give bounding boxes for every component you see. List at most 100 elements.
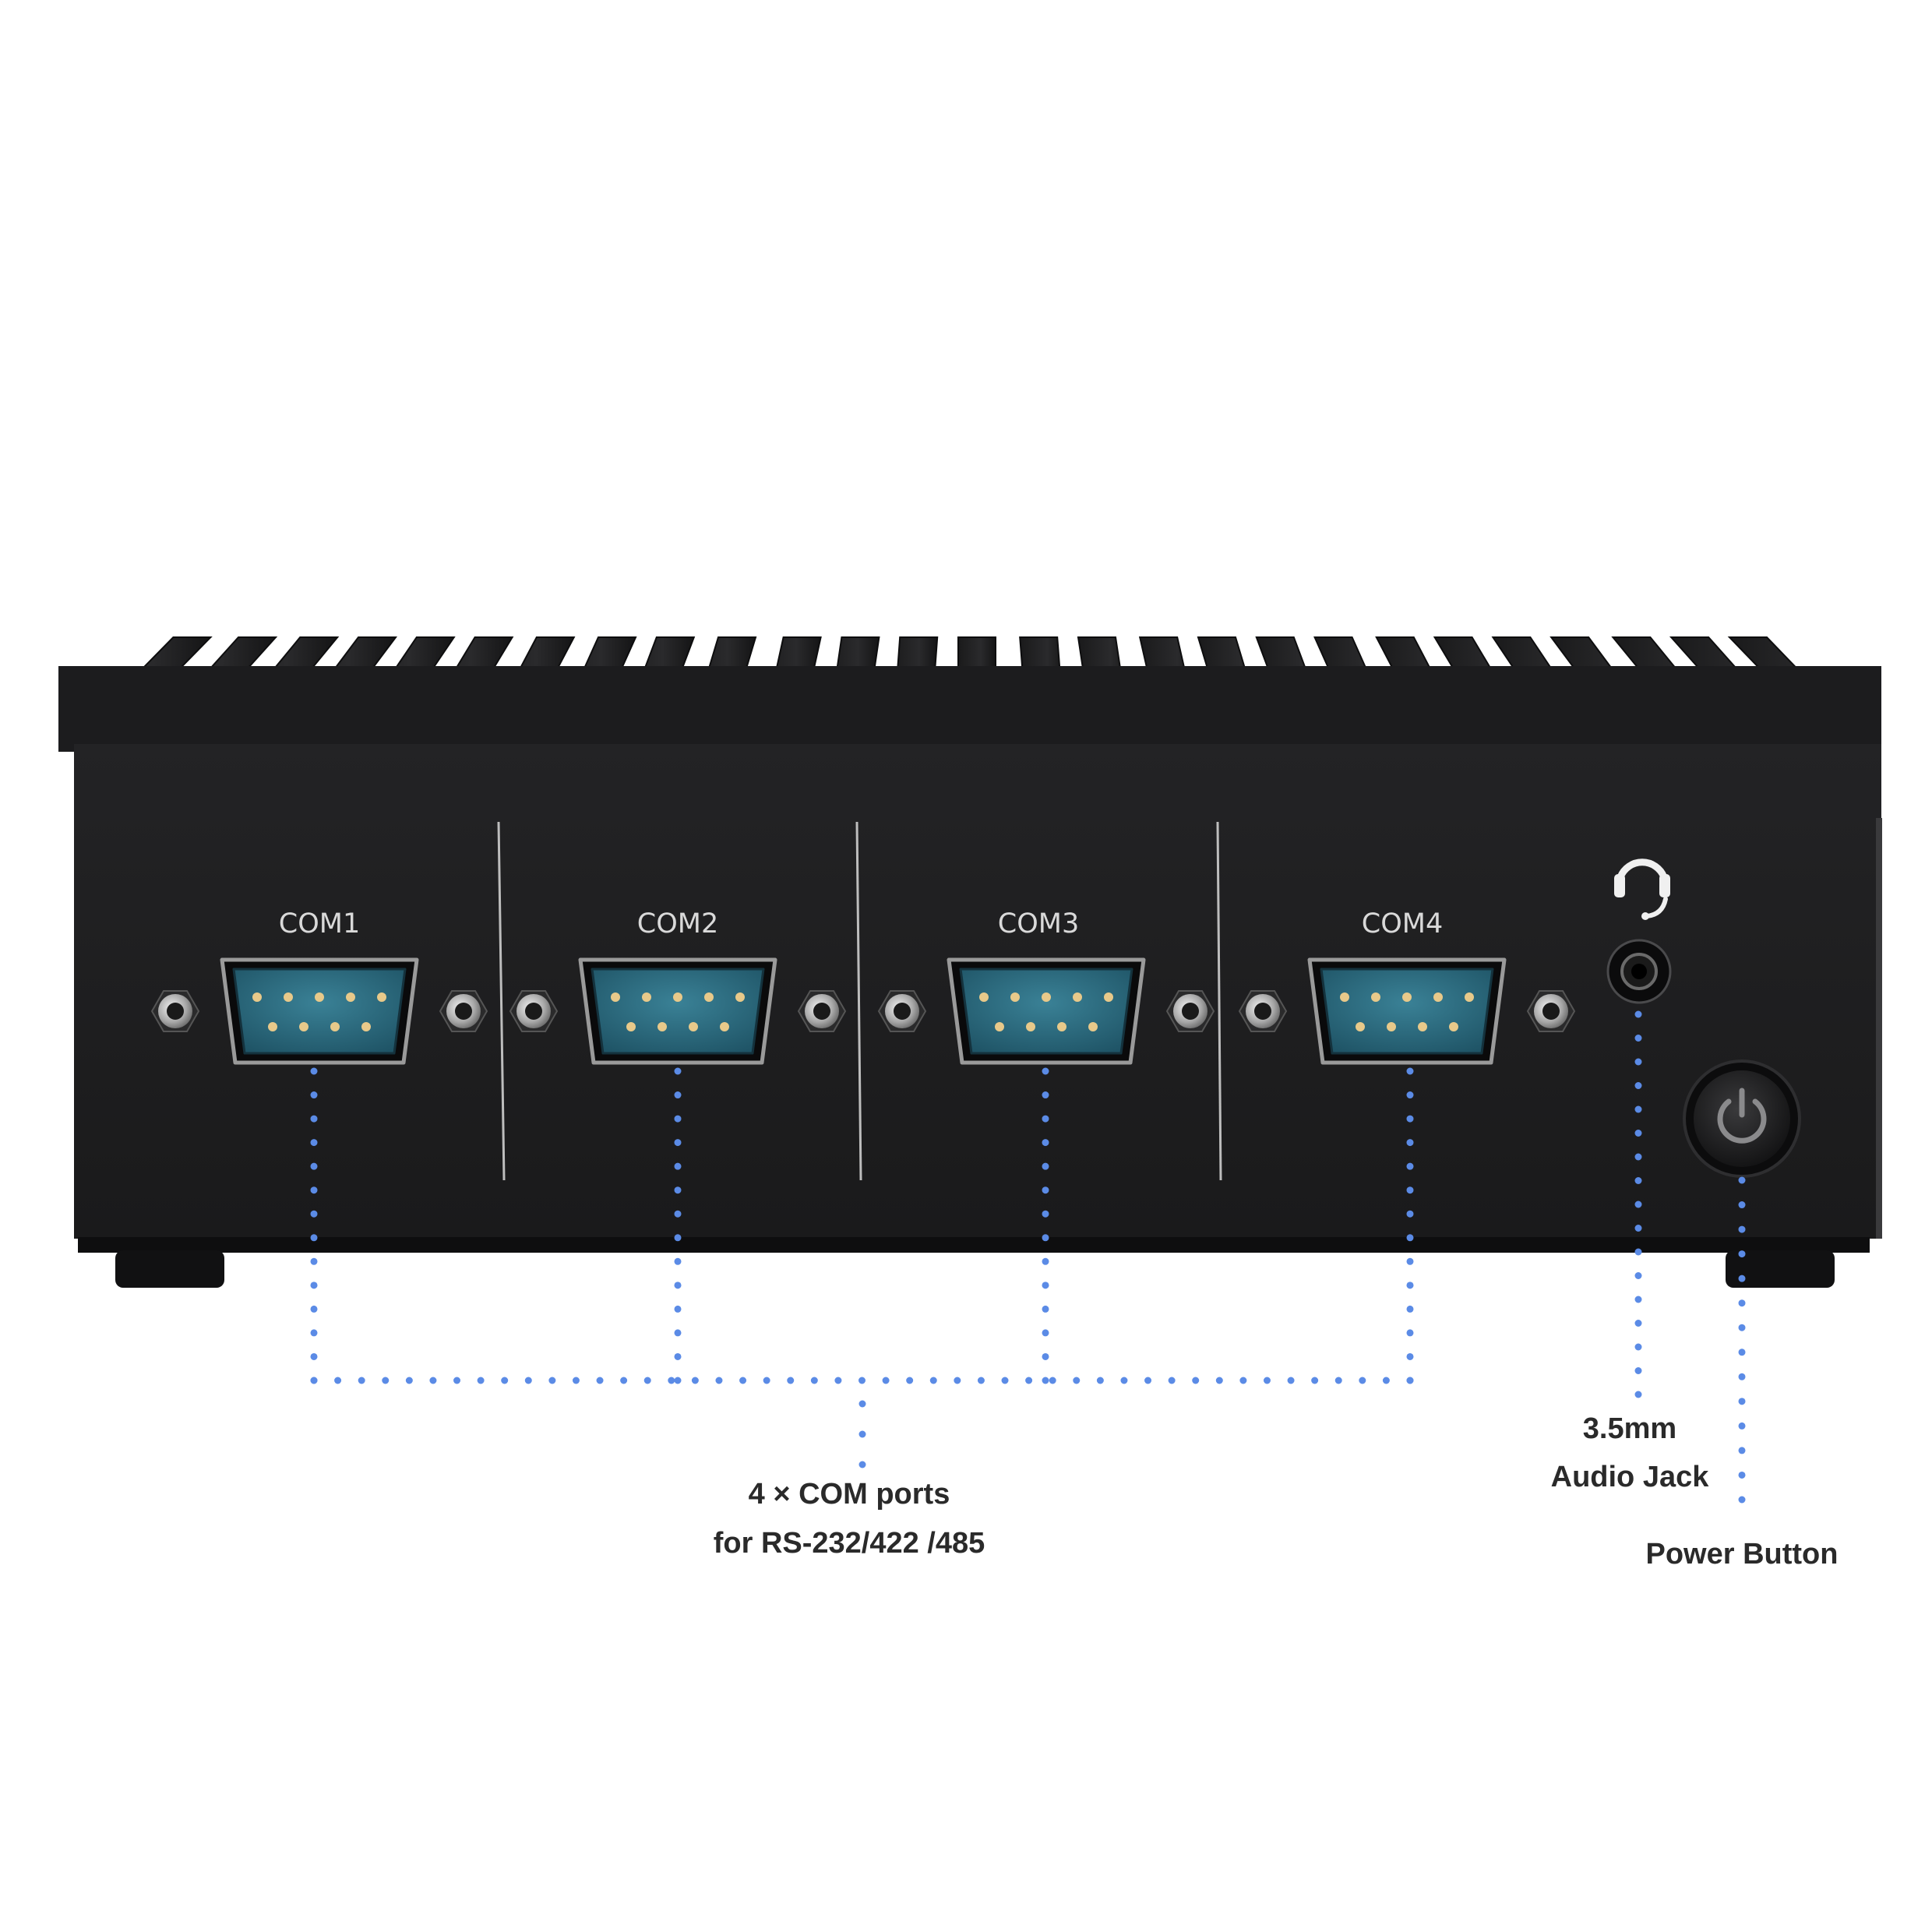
callout-dot [1634, 1058, 1642, 1066]
callout-dot [1406, 1377, 1414, 1384]
callout-dot [548, 1377, 556, 1384]
callout-dot [1168, 1377, 1176, 1384]
com-port-3[interactable] [877, 957, 1215, 1065]
pin [1010, 992, 1020, 1002]
pin [1088, 1022, 1098, 1031]
callout-dot [1634, 1367, 1642, 1374]
hex-screw [1165, 990, 1215, 1032]
callout-dot [1406, 1139, 1414, 1147]
hex-screw [1526, 990, 1576, 1032]
com-port-1[interactable] [150, 957, 488, 1065]
callout-dot [858, 1400, 866, 1408]
audio-jack[interactable] [1606, 939, 1672, 1004]
foot-right [1726, 1250, 1835, 1288]
db9-insulator [591, 968, 765, 1055]
hex-screw [509, 990, 559, 1032]
callout-dot [1215, 1377, 1223, 1384]
callout-dot [1311, 1377, 1319, 1384]
com-port-4[interactable] [1238, 957, 1576, 1065]
callout-dot [1042, 1329, 1049, 1337]
callout-dot [858, 1430, 866, 1438]
audio-callout-line1: 3.5mm [1583, 1412, 1676, 1445]
callout-dot [1406, 1210, 1414, 1218]
pin [1340, 992, 1349, 1002]
callout-dot [310, 1377, 318, 1384]
callout-dot [1738, 1225, 1746, 1233]
hex-screw [1238, 990, 1288, 1032]
callout-dot [1738, 1176, 1746, 1184]
pin [361, 1022, 371, 1031]
callout-dot [739, 1377, 747, 1384]
callout-dot [1634, 1200, 1642, 1208]
pin [642, 992, 651, 1002]
callout-dot [429, 1377, 437, 1384]
hex-screw [150, 990, 200, 1032]
callout-dot [668, 1377, 675, 1384]
pin [1026, 1022, 1035, 1031]
callout-dot [674, 1329, 682, 1337]
callout-dot [1001, 1377, 1009, 1384]
callout-dot [1634, 1225, 1642, 1232]
callout-dot [1042, 1067, 1049, 1075]
pin [315, 992, 324, 1002]
pin [1356, 1022, 1365, 1031]
callout-dot [1634, 1010, 1642, 1018]
pin [377, 992, 386, 1002]
callout-dot [1738, 1496, 1746, 1504]
callout-dot [310, 1091, 318, 1099]
port-divider [497, 821, 506, 1181]
db9-insulator [959, 968, 1133, 1055]
pin [1465, 992, 1474, 1002]
callout-dot [674, 1091, 682, 1099]
db9-insulator [1320, 968, 1494, 1055]
callout-dot [1096, 1377, 1104, 1384]
callout-dot [1634, 1035, 1642, 1042]
pin [1057, 1022, 1066, 1031]
power-button[interactable] [1683, 1059, 1801, 1178]
callout-dot [310, 1352, 318, 1360]
callout-dot [1042, 1139, 1049, 1147]
callout-dot [310, 1210, 318, 1218]
callout-dot [310, 1305, 318, 1313]
callout-dot [310, 1282, 318, 1289]
callout-dot [1634, 1391, 1642, 1398]
callout-dot [310, 1139, 318, 1147]
pin [1042, 992, 1051, 1002]
pin [1104, 992, 1113, 1002]
callout-dot [1406, 1282, 1414, 1289]
pin [995, 1022, 1004, 1031]
callout-dot [1738, 1299, 1746, 1307]
callout-dot [1382, 1377, 1390, 1384]
bottom-plate [78, 1237, 1870, 1253]
callout-dot [1738, 1398, 1746, 1405]
callout-dot [674, 1067, 682, 1075]
pin [1371, 992, 1380, 1002]
callout-dot [1634, 1272, 1642, 1279]
callout-dot [382, 1377, 390, 1384]
callout-dot [929, 1377, 937, 1384]
callout-dot [1406, 1257, 1414, 1265]
pin [673, 992, 682, 1002]
callout-dot [674, 1186, 682, 1194]
callout-dot [1042, 1091, 1049, 1099]
callout-dot [334, 1377, 342, 1384]
callout-dot [1406, 1352, 1414, 1360]
callout-dot [1239, 1377, 1247, 1384]
com-port-2[interactable] [509, 957, 847, 1065]
port-label-com4: COM4 [1362, 908, 1443, 940]
pin [704, 992, 714, 1002]
callout-dot [674, 1210, 682, 1218]
callout-dot [1634, 1105, 1642, 1113]
pin [299, 1022, 308, 1031]
chassis-top-lip [58, 666, 1881, 752]
callout-dot [310, 1329, 318, 1337]
callout-dot [1042, 1115, 1049, 1123]
callout-dot [1634, 1177, 1642, 1184]
callout-dot [674, 1234, 682, 1242]
callout-dot [1042, 1186, 1049, 1194]
power-callout: Power Button [1646, 1538, 1839, 1571]
headset-icon [1614, 858, 1670, 920]
callout-dot [1192, 1377, 1200, 1384]
hex-screw [439, 990, 488, 1032]
callout-dot [763, 1377, 770, 1384]
